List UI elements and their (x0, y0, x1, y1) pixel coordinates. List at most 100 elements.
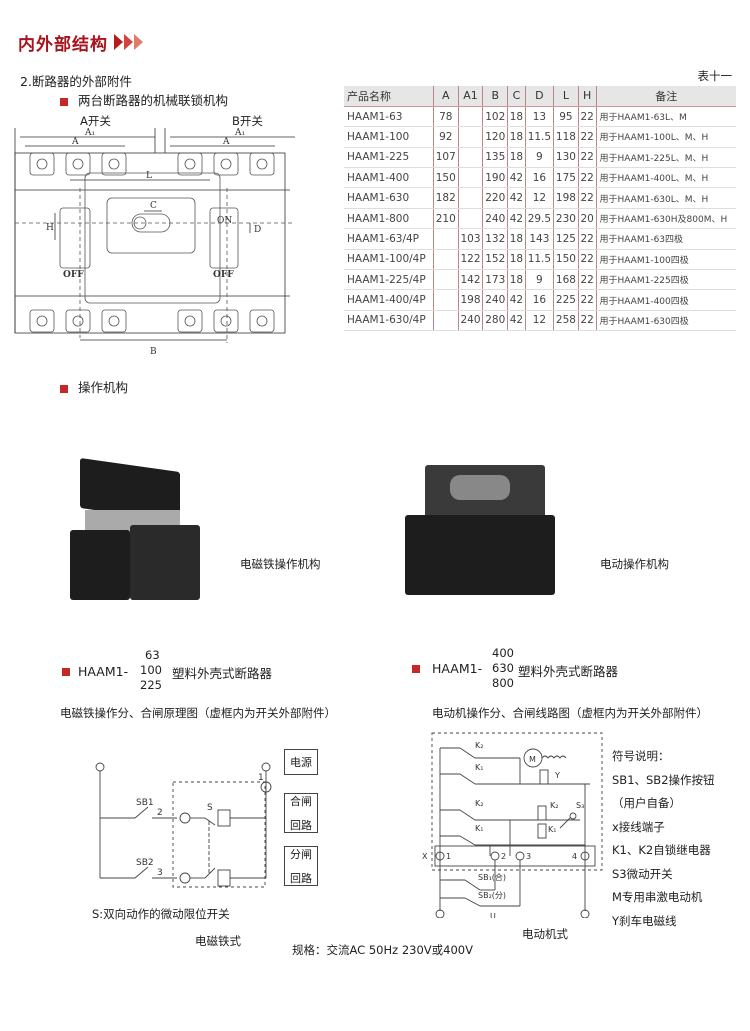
table-cell: 18 (507, 269, 526, 291)
sb2-label: SB₂(分) (478, 891, 506, 900)
table-cell: 22 (577, 249, 597, 271)
model-option: 400 (492, 646, 514, 660)
motor-circuit: K₂ K₁ K₂ K₁ M Y K₂ K₁ S₃ X 1 2 3 4 SB₁(合… (422, 732, 603, 918)
table-cell: 用于HAAM1-100L、M、H (596, 126, 736, 148)
table-cell: 230 (553, 208, 579, 230)
table-cell: 18 (507, 126, 526, 148)
spec-text: 规格：交流AC 50Hz 230V或400V (292, 943, 473, 957)
table-cell: 29.5 (524, 208, 555, 230)
table-cell: 用于HAAM1-630四极 (596, 310, 736, 332)
table-cell: 18 (507, 249, 526, 271)
table-cell: 198 (553, 187, 579, 209)
k2-coil-label: K₂ (550, 801, 558, 810)
table-cell: HAAM1-100/4P (344, 249, 434, 271)
box-label: 回路 (290, 872, 312, 885)
col-header: A1 (458, 86, 483, 107)
dim-b: B (150, 347, 157, 357)
table-cell: 22 (577, 228, 597, 250)
model-option: 100 (140, 663, 162, 677)
table-cell: 118 (553, 126, 579, 148)
terminal-3: 3 (157, 868, 163, 878)
legend-item: 符号说明： (612, 749, 670, 763)
col-header: D (524, 86, 555, 107)
dim-d: D (254, 225, 261, 235)
table-cell: 95 (553, 106, 579, 128)
table-cell: 125 (553, 228, 579, 250)
col-header: 备注 (596, 86, 736, 107)
table-cell: 22 (577, 106, 597, 128)
table-cell: 210 (432, 208, 459, 230)
k1-label: K₁ (475, 763, 483, 772)
table-cell: 13 (524, 106, 555, 128)
table-cell (432, 249, 459, 271)
arrow-icons (114, 34, 144, 50)
table-cell: 22 (577, 147, 597, 169)
table-cell (458, 208, 483, 230)
box-label: 分闸 (290, 848, 312, 861)
table-cell: 240 (458, 310, 483, 332)
model-option: 63 (145, 648, 160, 662)
sb1-label: SB1 (136, 798, 154, 808)
table-cell: HAAM1-225 (344, 147, 434, 169)
x-label: X (422, 852, 428, 861)
y-label: Y (554, 771, 560, 780)
table-cell: 152 (482, 249, 509, 271)
table-cell: 12 (524, 187, 555, 209)
table-cell: 190 (482, 167, 509, 189)
table-cell: 143 (524, 228, 555, 250)
legend-item: K1、K2自锁继电器 (612, 843, 711, 857)
table-cell: 18 (507, 106, 526, 128)
bullet-icon (412, 665, 420, 673)
power-box: 电源 (284, 749, 318, 775)
bullet-icon (60, 97, 68, 106)
table-cell: 用于HAAM1-630H及800M、H (596, 208, 736, 230)
table-cell (458, 147, 483, 169)
col-header: C (507, 86, 526, 107)
u-label: U (490, 912, 496, 918)
left-desc: 电磁铁操作分、合闸原理图（虚框内为开关外部附件） (60, 706, 336, 720)
s3-label: S₃ (576, 801, 584, 810)
table-cell: HAAM1-400 (344, 167, 434, 189)
table-cell: 用于HAAM1-63L、M (596, 106, 736, 128)
legend-item: Y刹车电磁线 (612, 913, 677, 928)
close-circuit-box: 合闸回路 (284, 793, 318, 833)
k2-label: K₂ (475, 741, 483, 750)
bullet-icon (62, 668, 70, 676)
table-cell: 182 (432, 187, 459, 209)
table-cell: 258 (553, 310, 579, 332)
s-note: S:双向动作的微动限位开关 (92, 907, 230, 921)
col-header: B (482, 86, 509, 107)
model-prefix: HAAM1- (78, 664, 129, 679)
table-cell: HAAM1-100 (344, 126, 434, 148)
table-cell: 22 (577, 187, 597, 209)
subsection-label: 操作机构 (78, 380, 129, 395)
table-cell: 225 (553, 289, 579, 311)
page-title: 内外部结构 (18, 35, 108, 55)
table-cell: 240 (482, 289, 509, 311)
s-label: S (207, 803, 213, 813)
k2-label: K₂ (475, 799, 483, 808)
terminal-2: 2 (157, 808, 163, 818)
table-cell: 42 (507, 167, 526, 189)
table-cell: 用于HAAM1-630L、M、H (596, 187, 736, 209)
terminal-1: 1 (258, 773, 264, 783)
k1-label: K₁ (475, 824, 483, 833)
table-cell (432, 269, 459, 291)
subsection-interlock: 两台断路器的机械联锁机构 (60, 90, 228, 109)
table-cell: 11.5 (524, 249, 555, 271)
col-header: A (432, 86, 459, 107)
legend-item: S3微动开关 (612, 866, 673, 881)
off-label-b: OFF (213, 270, 234, 280)
right-desc: 电动机操作分、合闸线路图（虚框内为开关外部附件） (432, 706, 708, 720)
box-label: 电源 (290, 756, 312, 769)
table-cell: 20 (577, 208, 597, 230)
table-cell (432, 310, 459, 332)
table-cell: 42 (507, 289, 526, 311)
dim-a: A (71, 137, 79, 147)
table-cell: 42 (507, 208, 526, 230)
